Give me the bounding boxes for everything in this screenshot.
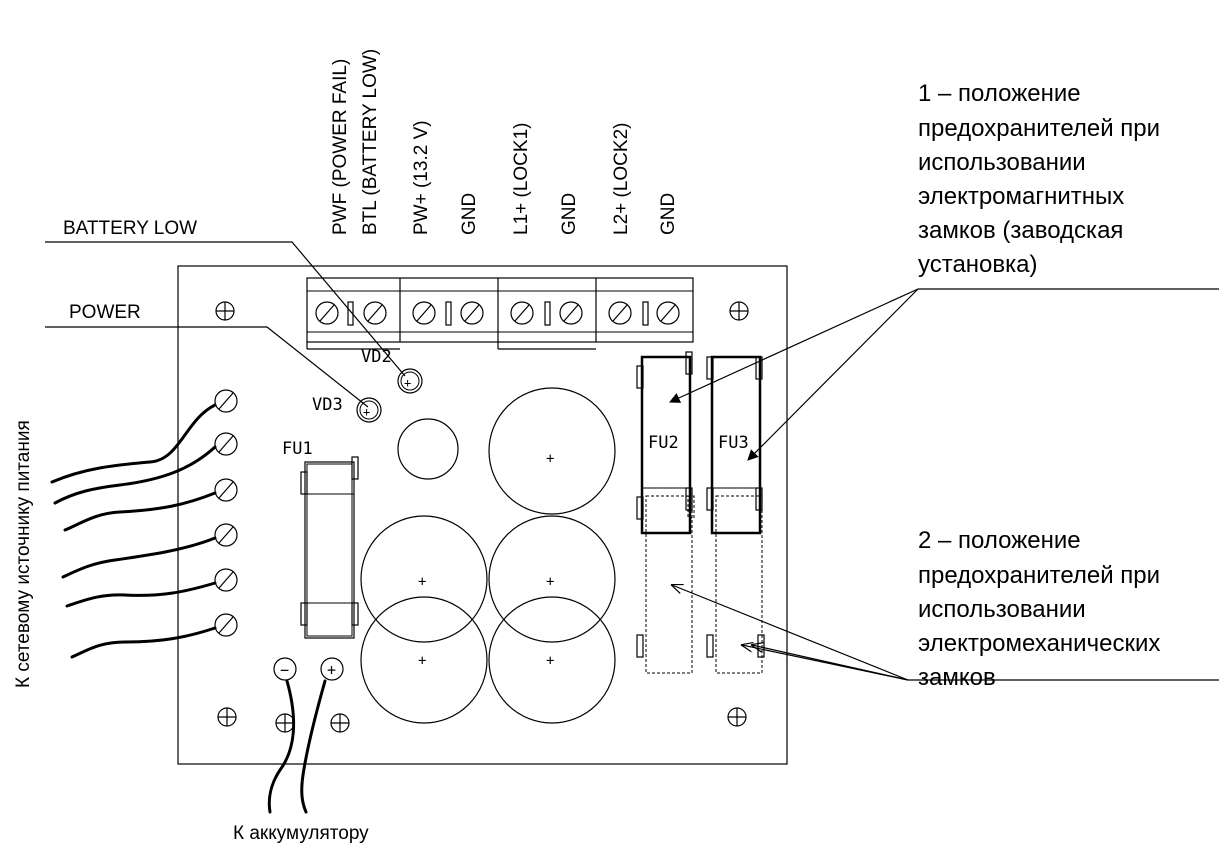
mounting-hole-icon bbox=[215, 301, 235, 321]
mains-screw-2 bbox=[214, 432, 238, 456]
battery-wires bbox=[267, 679, 327, 814]
svg-text:+: + bbox=[404, 376, 411, 390]
capacitor bbox=[488, 387, 616, 515]
led-vd2: + bbox=[397, 368, 423, 394]
terminal-screw-5 bbox=[510, 301, 534, 325]
note-1-arrow-fu2 bbox=[669, 288, 919, 403]
svg-text:+: + bbox=[418, 653, 426, 669]
mounting-hole-icon bbox=[275, 713, 295, 733]
note-2-arrow-fu2 bbox=[672, 585, 909, 681]
mounting-holes bbox=[215, 301, 749, 733]
terminal-label-pwf: PWF (POWER FAIL) bbox=[330, 59, 351, 235]
svg-text:+: + bbox=[363, 405, 370, 419]
capacitors: + + + + + bbox=[360, 387, 616, 724]
note-1-line: электромагнитных bbox=[918, 183, 1124, 210]
capacitor bbox=[360, 515, 488, 643]
svg-text:+: + bbox=[546, 653, 554, 669]
battery-label: К аккумулятору bbox=[233, 823, 369, 844]
svg-text:+: + bbox=[418, 574, 426, 590]
note-1: 1 – положение предохранителей при исполь… bbox=[918, 80, 1160, 278]
mains-screw-4 bbox=[214, 523, 238, 547]
mains-screw-5 bbox=[214, 568, 238, 592]
note-1-line: предохранителей при bbox=[918, 115, 1160, 142]
fuse-fu3-label: FU3 bbox=[718, 433, 749, 453]
mains-screw-3 bbox=[214, 478, 238, 502]
svg-text:+: + bbox=[546, 451, 554, 467]
terminal-label-btl: BTL (BATTERY LOW) bbox=[360, 49, 381, 235]
battery-minus-terminal: − bbox=[273, 657, 297, 681]
battery-plus-label: + bbox=[327, 661, 336, 679]
note-2-arrow-fu3-b bbox=[752, 645, 909, 681]
battery-minus-label: − bbox=[280, 661, 289, 679]
terminal-screw-4 bbox=[460, 301, 484, 325]
terminal-screw-7 bbox=[608, 301, 632, 325]
note-1-line: использовании bbox=[918, 149, 1086, 176]
svg-text:+: + bbox=[546, 574, 554, 590]
terminal-labels: PWF (POWER FAIL) BTL (BATTERY LOW) PW+ (… bbox=[330, 49, 679, 235]
power-leader bbox=[45, 326, 369, 408]
pcb-board bbox=[177, 265, 788, 765]
power-label: POWER bbox=[69, 302, 141, 323]
led-vd3: + bbox=[356, 397, 382, 423]
capacitor-small bbox=[397, 418, 459, 480]
mounting-hole-icon bbox=[217, 707, 237, 727]
capacitor bbox=[488, 596, 616, 724]
terminal-label-pw-plus: PW+ (13.2 V) bbox=[411, 120, 432, 235]
terminal-label-gnd-3: GND bbox=[658, 193, 679, 235]
mains-terminals bbox=[214, 389, 238, 637]
note-2-line: замков bbox=[918, 664, 996, 691]
terminal-label-gnd-1: GND bbox=[459, 193, 480, 235]
note-2-line: 2 – положение bbox=[918, 527, 1081, 554]
terminal-label-gnd-2: GND bbox=[559, 193, 580, 235]
mounting-hole-icon bbox=[330, 713, 350, 733]
note-1-line: замков (заводская bbox=[918, 217, 1123, 244]
fuse-fu1-label: FU1 bbox=[282, 439, 313, 459]
terminal-label-l2: L2+ (LOCK2) bbox=[611, 123, 632, 235]
fuse-fu1 bbox=[300, 456, 359, 639]
battery-low-leader bbox=[45, 241, 406, 377]
fuse-fu2-alt-position bbox=[636, 495, 695, 674]
note-2: 2 – положение предохранителей при исполь… bbox=[918, 527, 1160, 691]
terminal-screw-6 bbox=[559, 301, 583, 325]
capacitor bbox=[488, 515, 616, 643]
mains-screw-1 bbox=[214, 389, 238, 413]
note-1-arrow-fu3 bbox=[747, 288, 919, 461]
note-2-line: предохранителей при bbox=[918, 562, 1160, 589]
battery-plus-terminal: + bbox=[320, 657, 344, 681]
mounting-hole-icon bbox=[727, 707, 747, 727]
terminal-screw-2 bbox=[363, 301, 387, 325]
note-2-line: использовании bbox=[918, 596, 1086, 623]
terminal-screw-3 bbox=[412, 301, 436, 325]
terminal-label-l1: L1+ (LOCK1) bbox=[511, 123, 532, 235]
note-1-line: 1 – положение bbox=[918, 80, 1081, 107]
mains-label: К сетевому источнику питания bbox=[13, 420, 34, 688]
fuse-fu2-label: FU2 bbox=[648, 433, 679, 453]
note-1-line: установка) bbox=[918, 251, 1038, 278]
fuse-fu2 bbox=[636, 351, 693, 535]
mains-screw-6 bbox=[214, 613, 238, 637]
note-2-line: электромеханических bbox=[918, 630, 1160, 657]
terminal-screw-8 bbox=[656, 301, 680, 325]
terminal-blocks bbox=[306, 277, 694, 350]
mounting-hole-icon bbox=[729, 301, 749, 321]
capacitor bbox=[360, 596, 488, 724]
battery-low-label: BATTERY LOW bbox=[63, 218, 197, 239]
led-vd2-label: VD2 bbox=[361, 347, 392, 367]
mains-wires bbox=[50, 403, 217, 659]
fuse-fu3 bbox=[706, 355, 763, 535]
fuse-fu3-alt-position bbox=[706, 495, 765, 674]
led-vd3-label: VD3 bbox=[312, 395, 343, 415]
terminal-screw-1 bbox=[315, 301, 339, 325]
